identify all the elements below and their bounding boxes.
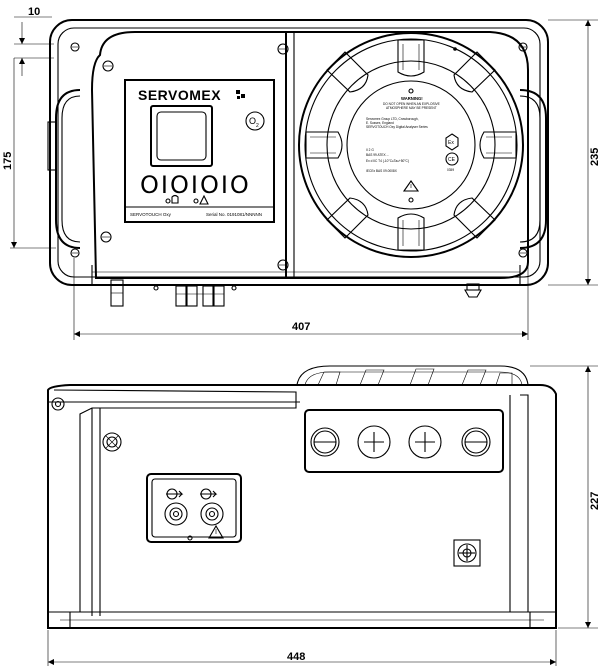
control-panel — [124, 79, 275, 223]
dim-front-width: 407 — [292, 321, 310, 333]
svg-text:ATMOSPHERE MAY BE PRESENT: ATMOSPHERE MAY BE PRESENT — [386, 106, 437, 110]
front-cable-glands — [110, 279, 482, 307]
ex-hexagon-icon — [445, 133, 459, 151]
keypad-buttons: OIOIOIO — [140, 171, 251, 199]
front-screws — [70, 42, 528, 271]
dim-flange: 10 — [28, 6, 40, 18]
svg-text:WARNING!: WARNING! — [401, 96, 423, 101]
svg-text:2: 2 — [256, 123, 259, 129]
side-dimensions: 227 448 — [47, 365, 600, 666]
earth-terminal — [453, 539, 481, 567]
dim-side-width: 448 — [287, 651, 305, 663]
svg-text:BAS 99 ATEX ...: BAS 99 ATEX ... — [366, 153, 389, 157]
svg-text:Servomex Group LTD, Crowboroug: Servomex Group LTD, Crowborough, — [366, 117, 419, 121]
gas-outlet-icon — [200, 488, 218, 500]
gland-plate — [304, 409, 504, 473]
dim-front-height: 175 — [2, 152, 14, 170]
vent-dot — [453, 47, 457, 51]
side-housing — [47, 384, 557, 629]
port-warning-triangle-icon — [208, 524, 224, 539]
front-dimensions: 10 175 235 407 — [2, 6, 600, 340]
gas-ports — [164, 502, 224, 526]
serial-label: Serial No. 0191081/NNNNN — [206, 212, 262, 217]
svg-text:II 2 G: II 2 G — [366, 148, 374, 152]
cooling-fins — [305, 39, 517, 251]
dim-side-height: 227 — [589, 492, 600, 510]
svg-text:E. Sussex, England: E. Sussex, England — [366, 121, 394, 125]
gas-inlet-icon — [166, 488, 184, 500]
brand-mark-icon — [236, 90, 245, 99]
svg-text:Ex d IIC T4 (-10°C≤Ta≤+50°C): Ex d IIC T4 (-10°C≤Ta≤+50°C) — [366, 159, 409, 163]
o2-badge — [245, 111, 265, 131]
svg-text:O: O — [249, 116, 256, 126]
left-cover — [90, 31, 287, 279]
status-icons — [165, 194, 209, 205]
cable-gland-caps — [310, 425, 491, 459]
brand-logo: SERVOMEX — [138, 87, 221, 103]
model-label: SERVOTOUCH Oxy — [130, 212, 172, 217]
svg-text:0359: 0359 — [447, 168, 454, 172]
label-screw-bottom — [408, 197, 414, 203]
svg-text:SERVOTOUCH Oxy Digital Analyse: SERVOTOUCH Oxy Digital Analyser Series — [366, 125, 428, 129]
svg-text:Ex: Ex — [448, 140, 454, 146]
sensor-head: WARNING! DO NOT OPEN WHEN AN EXPLOSIVE A… — [298, 32, 524, 258]
svg-text:IECEx BAS 09.0008X: IECEx BAS 09.0008X — [366, 169, 398, 173]
side-sensor-dome — [296, 365, 529, 386]
lcd-screen — [150, 105, 213, 167]
label-screw-top — [408, 88, 414, 94]
right-handle — [519, 89, 547, 249]
earth-boss — [102, 432, 122, 452]
left-handle-grip — [47, 121, 57, 171]
certification-label — [346, 80, 476, 210]
side-view: 227 448 — [47, 365, 600, 666]
left-handle — [55, 89, 81, 249]
gas-port-plate — [146, 473, 242, 543]
svg-text:DO NOT OPEN WHEN AN EXPLOSIVE: DO NOT OPEN WHEN AN EXPLOSIVE — [383, 102, 440, 106]
side-hinge — [51, 397, 65, 411]
dim-overall-height: 235 — [589, 148, 600, 166]
front-view: SERVOMEX O 2 OIOIOIO SERVOTOUCH Oxy Seri… — [2, 6, 600, 340]
right-cover — [286, 31, 529, 279]
svg-text:CE: CE — [448, 157, 456, 163]
ce-mark-icon — [445, 152, 459, 166]
warning-triangle-icon — [402, 180, 420, 192]
